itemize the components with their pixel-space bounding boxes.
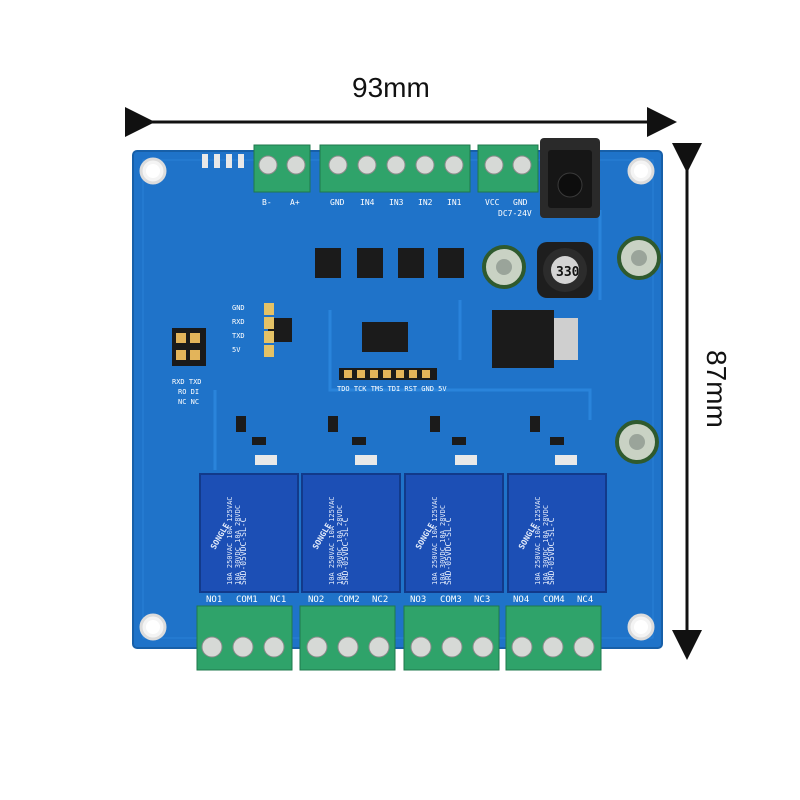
relay-4	[507, 473, 607, 593]
relay-1-label-com: COM1	[236, 595, 258, 605]
input-label-gnd: GND	[330, 198, 345, 207]
relay-3-rating-1: 10A 250VAC 10A 125VAC	[431, 496, 439, 585]
driver-components	[236, 416, 577, 465]
relay-2-rating-1: 10A 250VAC 10A 125VAC	[328, 496, 336, 585]
input-label-in3: IN3	[389, 198, 404, 207]
mounting-holes	[139, 157, 655, 641]
serial-header	[264, 303, 274, 357]
relay-1-label-no: NO1	[206, 595, 222, 605]
relay-2-rating-2: 10A 30VDC 10A 28VDC	[336, 505, 344, 585]
dc-barrel-jack	[540, 138, 600, 218]
input-label-in1: IN1	[447, 198, 462, 207]
relay-1-rating-2: 10A 30VDC 10A 28VDC	[234, 505, 242, 585]
input-terminal-block	[319, 144, 471, 193]
jtag-label: TDO TCK TMS TDI RST GND 5V	[337, 385, 447, 393]
main-ic	[362, 322, 408, 352]
power-note: DC7-24V	[498, 209, 532, 218]
relay-4-label-no: NO4	[513, 595, 529, 605]
relay-2-label-com: COM2	[338, 595, 360, 605]
input-label-in4: IN4	[360, 198, 375, 207]
serial-label-rxd: RXD	[232, 318, 245, 326]
capacitors	[482, 236, 661, 464]
relay-1-rating-1: 10A 250VAC 10A 125VAC	[226, 496, 234, 585]
rs485-terminal-block	[253, 144, 311, 193]
power-label-vcc: VCC	[485, 198, 500, 207]
serial-label-txd: TXD	[232, 332, 245, 340]
jumper-label-2: RO DI	[178, 388, 199, 396]
serial-label-5v: 5V	[232, 346, 241, 354]
relay-4-rating-2: 10A 30VDC 10A 28VDC	[542, 505, 550, 585]
relay-4-rating-1: 10A 250VAC 10A 125VAC	[534, 496, 542, 585]
relay-4-model: SRD-05VDC-SL-C	[547, 517, 556, 585]
jtag-header	[339, 368, 437, 380]
status-leds	[202, 154, 244, 168]
jumper-label-1: RXD TXD	[172, 378, 202, 386]
relay-1	[199, 473, 299, 593]
input-label-in2: IN2	[418, 198, 433, 207]
relay-4-label-com: COM4	[543, 595, 565, 605]
relay-1-model: SRD-05VDC-SL-C	[239, 517, 248, 585]
relay-3-label-nc: NC3	[474, 595, 490, 605]
relay-2	[301, 473, 401, 593]
relay-terminal-blocks	[196, 605, 602, 671]
terminal-label-a: A+	[290, 198, 300, 207]
power-terminal-block	[477, 144, 539, 193]
jumper-label-3: NC NC	[178, 398, 199, 406]
relay-2-model: SRD-05VDC-SL-C	[341, 517, 350, 585]
optocouplers	[315, 248, 464, 278]
power-label-gnd: GND	[513, 198, 528, 207]
relay-3-rating-2: 10A 30VDC 10A 28VDC	[439, 505, 447, 585]
relay-3	[404, 473, 504, 593]
relay-3-label-no: NO3	[410, 595, 426, 605]
relay-2-label-nc: NC2	[372, 595, 388, 605]
inductor-code: 330	[556, 265, 580, 280]
voltage-regulator	[492, 310, 578, 368]
relay-1-label-nc: NC1	[270, 595, 286, 605]
width-dimension-label: 93mm	[352, 72, 430, 103]
relay-2-label-no: NO2	[308, 595, 324, 605]
power-inductor	[537, 242, 593, 298]
relay-4-label-nc: NC4	[577, 595, 593, 605]
relay-3-label-com: COM3	[440, 595, 462, 605]
jumper-block	[172, 328, 206, 366]
terminal-label-b: B-	[262, 198, 272, 207]
relay-3-model: SRD-05VDC-SL-C	[444, 517, 453, 585]
serial-label-gnd: GND	[232, 304, 245, 312]
